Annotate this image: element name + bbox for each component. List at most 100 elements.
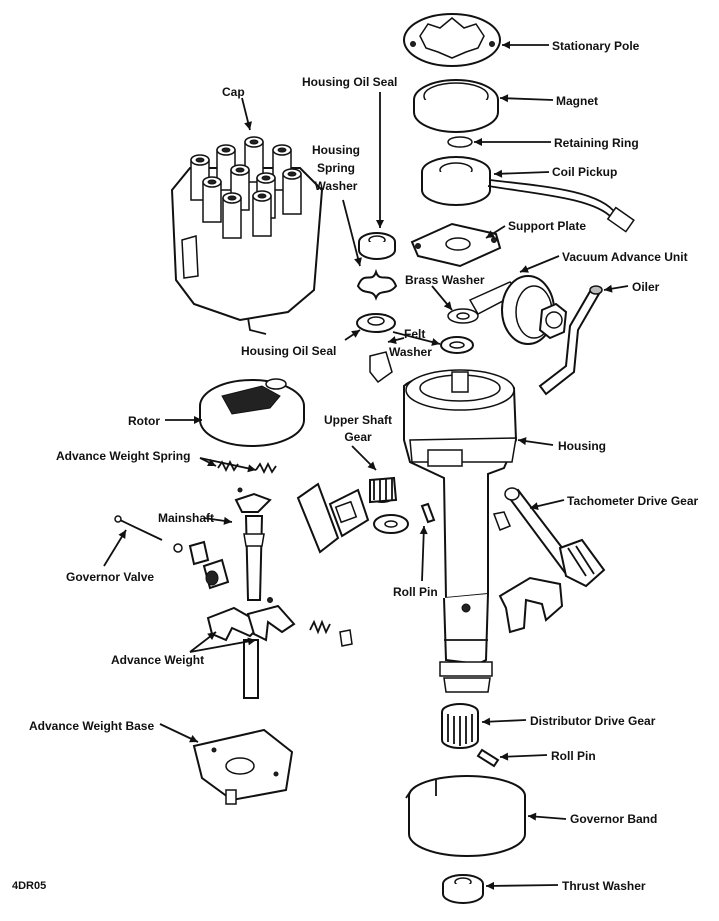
leader-arrowhead [367, 461, 376, 470]
label-vacuum-advance-unit: Vacuum Advance Unit [562, 250, 688, 264]
leader-line [421, 525, 425, 582]
label-distributor-drive-gear: Distributor Drive Gear [530, 714, 656, 728]
cap-tower [202, 176, 222, 223]
stationary-pole-part [403, 13, 501, 67]
leader-arrowhead [354, 257, 362, 266]
leader-arrowhead [518, 437, 527, 446]
oiler-part [538, 285, 603, 396]
leader-arrowhead [244, 121, 252, 130]
shaft-washer-hole [384, 520, 398, 528]
leader-arrowhead [486, 881, 495, 890]
label-housing: Housing [558, 439, 606, 453]
retaining-ring-part [447, 136, 473, 148]
figure-code: 4DR05 [12, 880, 47, 892]
leader-arrowhead [388, 336, 397, 344]
cap-towers [190, 136, 302, 239]
label-washer: Washer [389, 345, 432, 359]
leader-line [485, 884, 559, 887]
leader-lines [103, 41, 629, 890]
leader-line [199, 457, 257, 471]
cap-tower [222, 192, 242, 239]
coil-pickup-part [421, 156, 635, 233]
housing-part [403, 369, 518, 693]
housing-oil-seal-top-part [358, 232, 396, 260]
fork-bracket-part [498, 576, 564, 634]
fitting-part [369, 351, 393, 384]
leader-arrowhead [189, 734, 198, 743]
leader-arrowhead [443, 301, 452, 310]
leader-line [499, 97, 554, 101]
advance-weight-part [206, 597, 296, 699]
label-oiler: Oiler [632, 280, 660, 294]
label-brass-washer: Brass Washer [405, 273, 485, 287]
leader-arrowhead [528, 812, 537, 821]
gasket-plate-2-hole [334, 500, 358, 524]
weight-spring-clip-part [339, 629, 353, 647]
label-mainshaft: Mainshaft [158, 511, 215, 525]
distributor-drive-gear-part [441, 703, 479, 749]
label-felt: Felt [404, 327, 426, 341]
cap-tower [252, 190, 272, 237]
label-governor-band: Governor Band [570, 812, 658, 826]
governor-valve-part [114, 515, 230, 590]
leader-arrowhead [351, 330, 360, 338]
label-magnet: Magnet [556, 94, 598, 108]
leader-arrowhead [118, 530, 126, 539]
advance-weight-spring-part-2 [255, 461, 277, 475]
leader-arrowhead [207, 632, 216, 641]
leader-arrowhead [247, 637, 256, 646]
leader-arrowhead [207, 458, 216, 466]
leader-arrowhead [604, 284, 613, 293]
leader-line [493, 171, 550, 175]
label-governor-valve: Governor Valve [66, 570, 155, 584]
label-housing-spring-washer-1: Housing [312, 143, 360, 157]
brass-washer-hole [456, 312, 470, 320]
governor-band-part [405, 775, 526, 857]
label-upper-shaft-gear-2: Gear [344, 430, 372, 444]
label-thrust-washer: Thrust Washer [562, 879, 646, 893]
leader-arrowhead [494, 169, 503, 178]
leader-arrowhead [431, 338, 440, 346]
leader-arrowhead [419, 526, 428, 535]
housing-oil-seal-mid-part [356, 313, 396, 333]
weight-spring-part [309, 619, 331, 635]
leader-arrowhead [247, 464, 256, 473]
label-advance-weight-spring: Advance Weight Spring [56, 449, 191, 463]
label-support-plate: Support Plate [508, 219, 587, 233]
housing-spring-washer-part [356, 268, 398, 301]
cap-tower [282, 168, 302, 215]
vacuum-advance-unit-part [468, 275, 568, 345]
label-advance-weight-base: Advance Weight Base [29, 719, 155, 733]
leader-arrowhead [474, 138, 482, 146]
leader-line [342, 199, 361, 267]
thrust-washer-part [442, 874, 484, 904]
label-retaining-ring: Retaining Ring [554, 136, 639, 150]
leader-line [392, 331, 441, 345]
label-housing-oil-seal-mid: Housing Oil Seal [241, 344, 337, 358]
gasket-plate-1 [296, 482, 340, 554]
leader-arrowhead [520, 265, 529, 273]
mainshaft-part [234, 487, 272, 601]
label-roll-pin-lower: Roll Pin [551, 749, 596, 763]
leader-arrowhead [376, 220, 384, 228]
roll-pin-upper-part [420, 502, 436, 524]
label-housing-spring-washer-2: Spring [317, 161, 355, 175]
leader-line [189, 639, 257, 653]
label-housing-spring-washer-3: Washer [314, 179, 358, 193]
leader-arrowhead [194, 416, 202, 424]
leader-arrowhead [500, 94, 509, 103]
label-stationary-pole: Stationary Pole [552, 39, 640, 53]
label-upper-shaft-gear-1: Upper Shaft [323, 413, 392, 427]
label-advance-weight: Advance Weight [111, 653, 205, 667]
leader-arrowhead [486, 230, 495, 238]
label-tachometer-drive-gear: Tachometer Drive Gear [567, 494, 699, 508]
label-coil-pickup: Coil Pickup [552, 165, 618, 179]
leader-arrowhead [482, 717, 491, 726]
tachometer-drive-gear-part [492, 487, 606, 588]
rotor-part [199, 378, 305, 447]
magnet-part [413, 79, 499, 133]
advance-weight-base-part [192, 728, 294, 805]
label-rotor: Rotor [128, 414, 160, 428]
